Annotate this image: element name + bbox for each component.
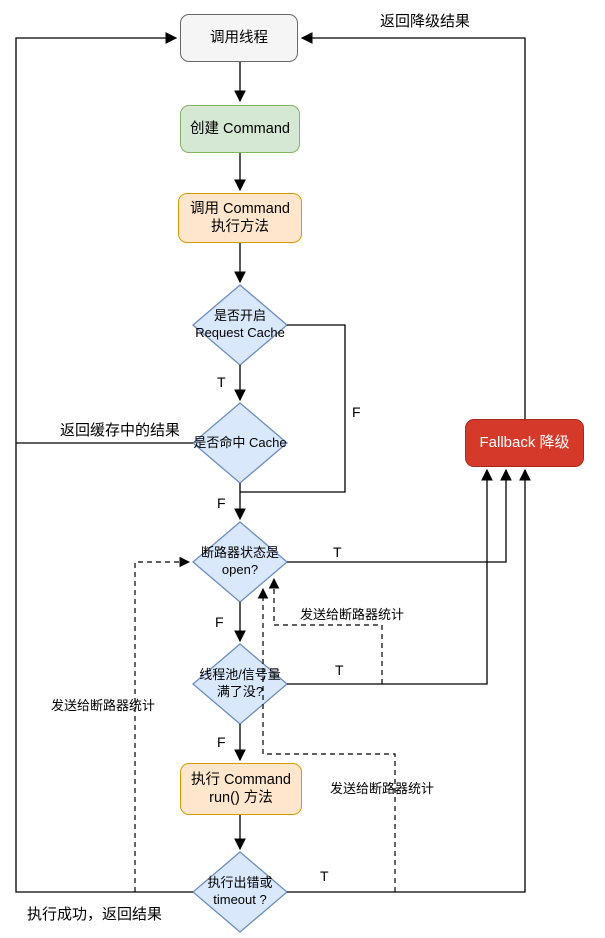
edge-dashed-error-stats: [257, 587, 396, 892]
label-stats-success: 发送给断路器统计: [51, 698, 156, 713]
edge-circuit-open-true-to-fallback: [287, 468, 512, 563]
edge-fallback-return-to-start: [300, 32, 526, 419]
edge-dashed-pool-stats: [268, 577, 383, 684]
label-t-pool-full: T: [335, 662, 344, 678]
label-stats-error: 发送给断路器统计: [330, 781, 435, 796]
execute-method-node: 调用 Command 执行方法: [178, 193, 302, 243]
start-node: 调用线程: [180, 14, 298, 62]
label-f-circuit-open: F: [215, 614, 224, 630]
error-timeout-decision-shape: [191, 851, 289, 933]
edge-request-cache-false-bypass: [240, 324, 346, 493]
edge-error-timeout-true-to-fallback: [287, 468, 531, 893]
edge-success-return-to-start: [15, 32, 193, 893]
label-return-cache: 返回缓存中的结果: [59, 422, 180, 439]
label-t-error-timeout: T: [320, 868, 329, 884]
circuit-open-decision-shape: [191, 521, 289, 603]
fallback-node: Fallback 降级: [465, 419, 584, 467]
label-t-request-cache: T: [217, 374, 226, 390]
create-command-node: 创建 Command: [180, 105, 300, 153]
edge-dashed-success-stats: [134, 556, 191, 892]
cache-hit-decision-shape: [191, 402, 289, 484]
label-success-return: 执行成功，返回结果: [27, 906, 163, 923]
pool-full-decision-shape: [191, 643, 289, 725]
label-t-circuit-open: T: [333, 544, 342, 560]
label-f-pool-full: F: [217, 734, 226, 750]
edge-pool-full-true-to-fallback: [287, 468, 493, 685]
label-f-request-cache: F: [352, 404, 361, 420]
label-f-cache-hit: F: [217, 495, 226, 511]
label-return-fallback: 返回降级结果: [379, 13, 470, 30]
label-stats-pool: 发送给断路器统计: [300, 607, 405, 622]
run-method-node: 执行 Command run() 方法: [180, 763, 302, 815]
request-cache-decision-shape: [191, 284, 289, 366]
